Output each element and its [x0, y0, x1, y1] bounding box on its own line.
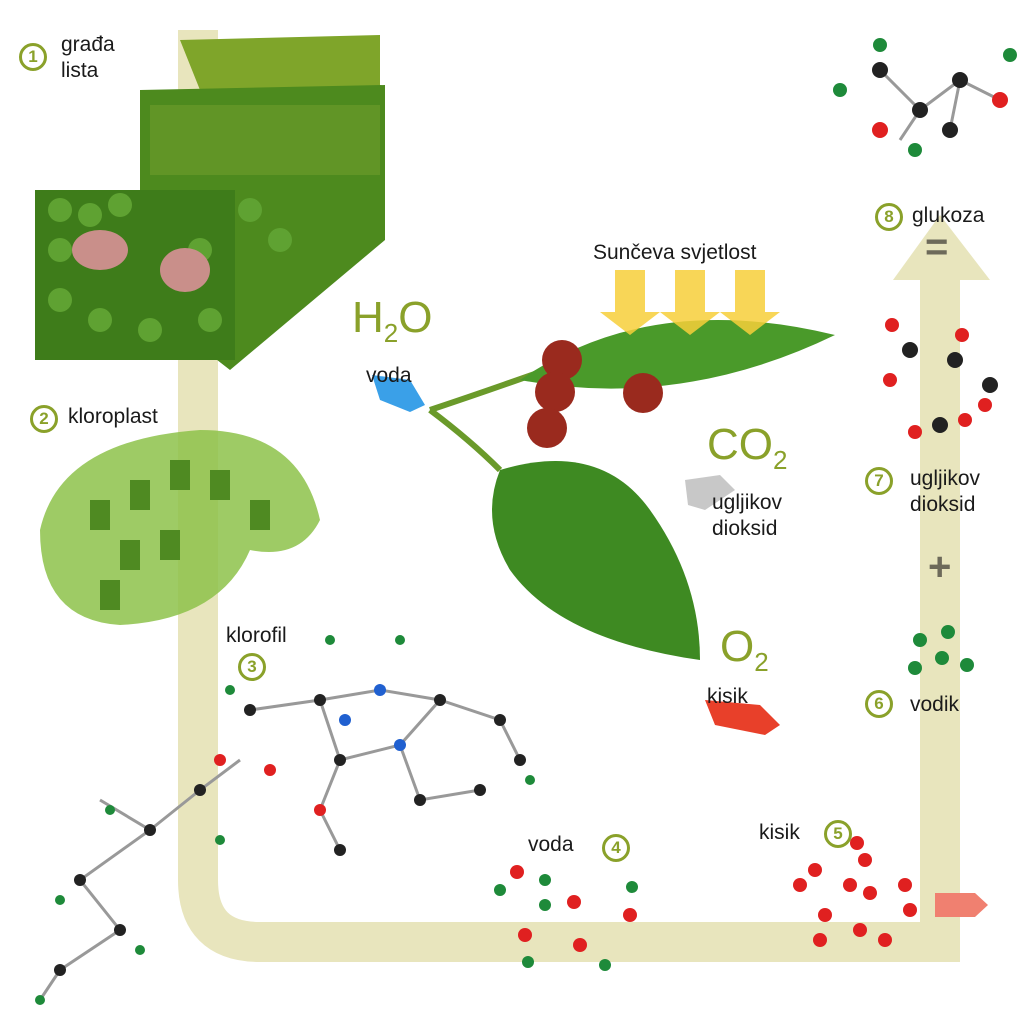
subscript: 2 [383, 317, 399, 348]
label-line: građa [61, 33, 115, 56]
upper-leaf [520, 320, 835, 389]
subscript: 2 [754, 646, 769, 677]
chlorophyll-molecule [35, 635, 535, 1005]
step-2-label: kloroplast [68, 405, 158, 428]
step-1-badge: 1 [19, 43, 47, 71]
berries [527, 340, 663, 448]
lower-leaf [492, 461, 700, 660]
sunlight-arrows [600, 270, 780, 335]
step-5-badge: 5 [824, 820, 852, 848]
label-line: dioksid [910, 493, 976, 516]
label-line: ugljikov [910, 467, 981, 490]
co2-molecules [883, 318, 998, 439]
step-5-label: kisik [759, 821, 800, 844]
co2-formula: CO2 [707, 420, 787, 476]
co2-label: ugljikov dioksid [712, 490, 782, 542]
formula: O [398, 293, 433, 342]
chloroplast-illustration [40, 430, 320, 625]
label-line: ugljikov [712, 491, 783, 514]
step-7-badge: 7 [865, 467, 893, 495]
label-line: lista [61, 59, 99, 82]
plant-illustration [372, 270, 988, 917]
process-track [178, 30, 960, 962]
equals-sign: = [925, 225, 949, 269]
step-4-label: voda [528, 833, 574, 856]
track-arrowhead [893, 215, 990, 280]
oxygen-molecules [793, 836, 917, 947]
step-1-label: građa lista [61, 32, 115, 84]
co2-arrow [685, 475, 735, 510]
water-arrow [372, 375, 425, 412]
step-8-label: glukoza [912, 204, 985, 227]
plus-sign: + [928, 545, 952, 589]
o2-arrow [705, 700, 780, 735]
step-2-badge: 2 [30, 405, 58, 433]
label-line: dioksid [712, 517, 778, 540]
water-formula: H2O [352, 293, 432, 349]
o2-label: kisik [707, 685, 748, 708]
step-6-label: vodik [910, 693, 960, 716]
step-4-badge: 4 [602, 834, 630, 862]
o2-formula: O2 [720, 622, 769, 678]
leaf-structure-illustration [35, 35, 385, 370]
formula: CO [707, 420, 773, 469]
glucose-molecule [833, 38, 1017, 157]
formula: H [352, 293, 384, 342]
step-6-badge: 6 [865, 690, 893, 718]
hydrogen-molecules [908, 625, 974, 675]
step-3-label: klorofil [226, 624, 287, 647]
step-7-label: ugljikov dioksid [910, 466, 980, 518]
step-8-badge: 8 [875, 203, 903, 231]
sunlight-label: Sunčeva svjetlost [593, 241, 757, 264]
formula: O [720, 622, 755, 671]
water-molecules [494, 865, 638, 971]
water-label: voda [366, 364, 412, 387]
step-3-badge: 3 [238, 653, 266, 681]
oxygen-output-arrow [935, 893, 988, 917]
subscript: 2 [773, 444, 788, 475]
